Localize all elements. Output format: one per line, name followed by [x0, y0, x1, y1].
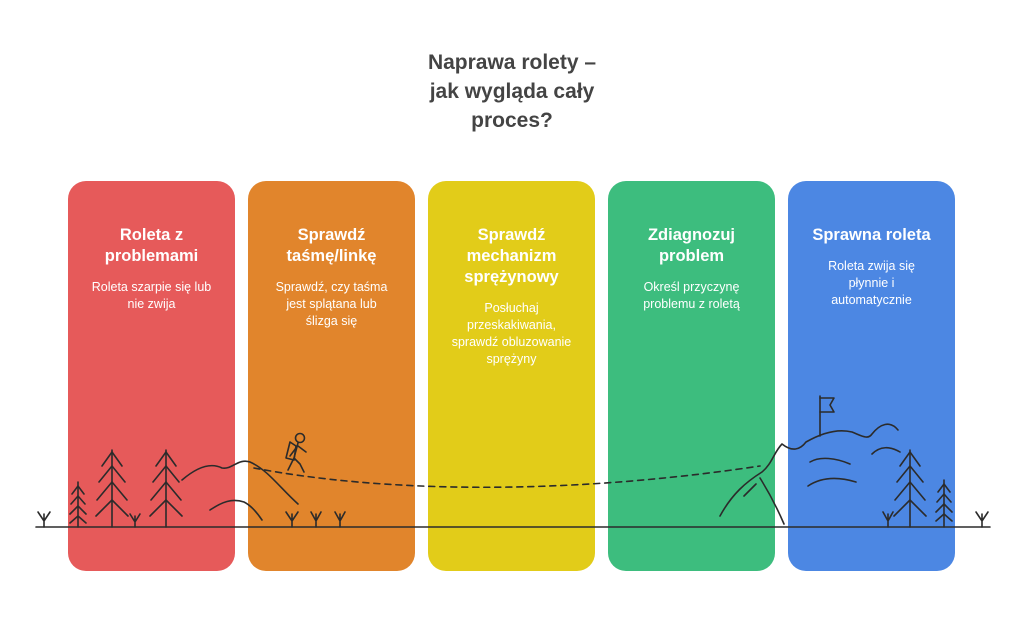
hill-icon: [181, 460, 299, 521]
grass-icon: [882, 511, 989, 528]
step-desc-line: sprawdź obluzowanie: [451, 335, 572, 349]
step-desc-line: Roleta szarpie się lub: [91, 280, 212, 294]
step-title-line: Roleta z: [119, 226, 184, 244]
hiker-icon: [285, 432, 307, 473]
step-title: Sprawna roleta: [798, 225, 945, 246]
step-title-line: problemami: [104, 247, 199, 265]
fir-tree-icon: [935, 479, 953, 528]
step-title-line: problem: [658, 247, 725, 265]
step-title: Sprawdź mechanizm sprężynowy: [438, 225, 585, 288]
step-desc-line: Roleta zwija się: [828, 259, 915, 273]
step-card-3: Sprawdź mechanizm sprężynowy Posłuchaj p…: [428, 181, 595, 571]
step-title: Sprawdź taśmę/linkę: [258, 225, 405, 267]
step-desc-line: Posłuchaj: [484, 301, 539, 315]
title-line: jak wygląda cały: [429, 80, 595, 103]
step-desc-line: ślizga się: [305, 314, 358, 328]
step-desc-line: sprężyny: [486, 352, 537, 366]
step-card-5: Sprawna roleta Roleta zwija się płynnie …: [788, 181, 955, 571]
step-desc-line: jest splątana lub: [286, 297, 377, 311]
step-description: Sprawdź, czy taśma jest splątana lub śli…: [258, 279, 405, 330]
step-description: Określ przyczynę problemu z roletą: [618, 279, 765, 313]
step-card-1: Roleta z problemami Roleta szarpie się l…: [68, 181, 235, 571]
step-title-line: Sprawdź: [477, 226, 546, 244]
fir-tree-icon: [893, 449, 927, 528]
dashed-path: [253, 465, 761, 489]
diagram-title: Naprawa rolety – jak wygląda cały proces…: [362, 48, 662, 135]
step-desc-line: nie zwija: [127, 297, 176, 311]
step-card-4: Zdiagnozuj problem Określ przyczynę prob…: [608, 181, 775, 571]
step-desc-line: problemu z roletą: [643, 297, 740, 311]
step-title-line: Zdiagnozuj: [647, 226, 736, 244]
step-desc-line: Sprawdź, czy taśma: [275, 280, 388, 294]
flag-icon: [819, 395, 835, 437]
step-description: Roleta szarpie się lub nie zwija: [78, 279, 225, 313]
step-title-line: sprężynowy: [464, 268, 559, 286]
step-title: Zdiagnozuj problem: [618, 225, 765, 267]
step-card-2: Sprawdź taśmę/linkę Sprawdź, czy taśma j…: [248, 181, 415, 571]
mountain-icon: [719, 423, 901, 525]
grass-icon: [129, 513, 141, 528]
title-line: Naprawa rolety –: [427, 51, 597, 74]
step-desc-line: automatycznie: [831, 293, 912, 307]
step-desc-line: płynnie i: [848, 276, 895, 290]
step-title-line: mechanizm: [466, 247, 557, 265]
fir-tree-icon: [149, 449, 183, 528]
step-description: Posłuchaj przeskakiwania, sprawdź obluzo…: [438, 300, 585, 368]
fir-tree-icon: [69, 481, 87, 528]
step-desc-line: przeskakiwania,: [467, 318, 556, 332]
step-title-line: Sprawdź: [297, 226, 366, 244]
step-description: Roleta zwija się płynnie i automatycznie: [798, 258, 945, 309]
step-title-line: taśmę/linkę: [286, 247, 377, 265]
step-desc-line: Określ przyczynę: [643, 280, 740, 294]
step-title: Roleta z problemami: [78, 225, 225, 267]
grass-icon: [37, 511, 51, 528]
grass-icon: [285, 511, 346, 528]
step-title-line: Sprawna roleta: [812, 226, 931, 244]
title-line: proces?: [471, 109, 553, 132]
fir-tree-icon: [95, 449, 129, 528]
